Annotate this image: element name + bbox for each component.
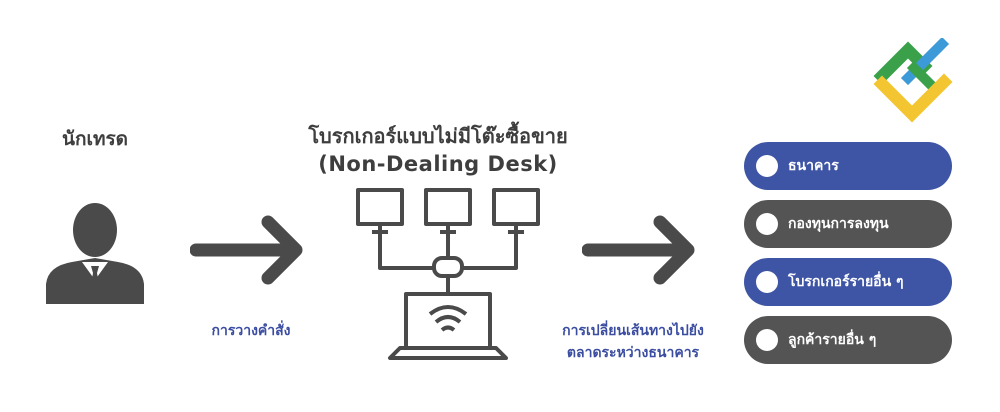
routing-caption-line1: การเปลี่ยนเส้นทางไปยัง: [562, 323, 704, 339]
trader-label: นักเทรด: [61, 128, 129, 150]
broker-title-english: (Non-Dealing Desk): [318, 152, 558, 176]
destination-banks: ธนาคาร: [744, 142, 952, 190]
bullet-circle-icon: [756, 271, 778, 293]
bullet-circle-icon: [756, 155, 778, 177]
trader-icon: [46, 203, 144, 304]
routing-arrow-icon: [582, 215, 695, 285]
bullet-circle-icon: [756, 213, 778, 235]
company-logo-icon: [873, 38, 953, 123]
bullet-circle-icon: [756, 329, 778, 351]
routing-caption-line2: ตลาดระหว่างธนาคาร: [566, 345, 700, 361]
destination-label: ลูกค้ารายอื่น ๆ: [788, 332, 877, 348]
destination-investment-funds: กองทุนการลงทุน: [744, 200, 952, 248]
order-caption: การวางคำสั่ง: [211, 323, 291, 339]
destination-label: โบรกเกอร์รายอื่น ๆ: [788, 274, 904, 290]
order-arrow-icon: [190, 215, 303, 285]
destination-label: กองทุนการลงทุน: [788, 216, 889, 232]
destination-other-brokers: โบรกเกอร์รายอื่น ๆ: [744, 258, 952, 306]
broker-title-thai: โบรกเกอร์แบบไม่มีโต๊ะซื้อขาย: [308, 124, 568, 148]
destination-other-clients: ลูกค้ารายอื่น ๆ: [744, 316, 952, 364]
destination-label: ธนาคาร: [788, 158, 839, 174]
routing-caption: การเปลี่ยนเส้นทางไปยัง ตลาดระหว่างธนาคาร: [528, 320, 738, 364]
network-monitors-icon: [356, 188, 540, 360]
